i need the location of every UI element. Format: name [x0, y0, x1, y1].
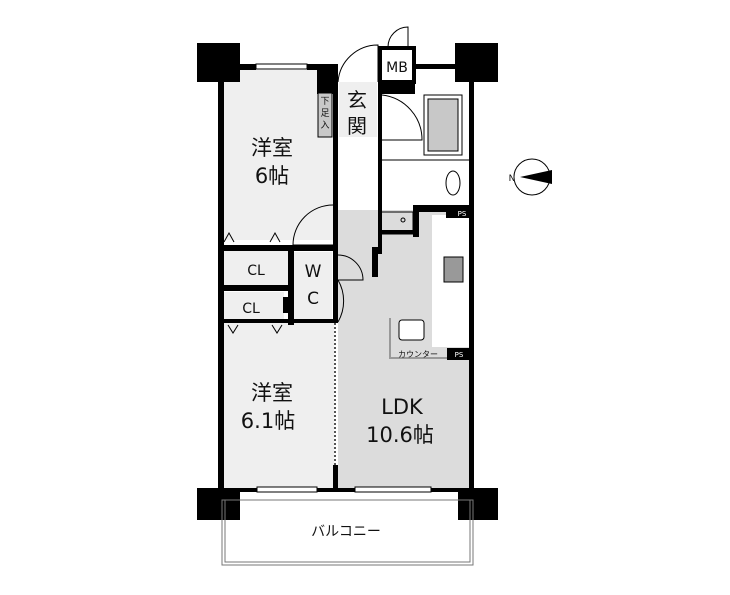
entrance-label-bottom: 関: [347, 114, 367, 138]
bathtub-basin: [427, 98, 459, 152]
shoe-storage-char-2: 足: [320, 108, 329, 119]
wc-label-top: W: [305, 262, 322, 282]
wc-floor: [294, 252, 332, 320]
walls: [197, 43, 498, 520]
door-swings: [223, 26, 470, 334]
compass-icon: N: [509, 158, 552, 196]
closet-1-floor: [224, 250, 290, 285]
entrance-label-top: 玄: [347, 88, 367, 112]
toilet-icon: [445, 170, 461, 196]
shoe-storage: [317, 92, 333, 138]
western-room-2-name: 洋室: [251, 381, 293, 405]
stove-icon: [443, 256, 464, 283]
pipe-space-1: [446, 208, 470, 218]
pipe-space-2-label: PS: [455, 351, 464, 359]
western-room-2-size: 6.1帖: [241, 409, 295, 433]
shoe-storage-char-3: 入: [320, 120, 329, 131]
windows: [255, 63, 432, 493]
counter-outline: [389, 318, 470, 359]
meter-box-label: MB: [386, 60, 408, 76]
closet-2-floor: [224, 292, 284, 320]
pipe-space-1-label: PS: [458, 210, 467, 218]
balcony-label: バルコニー: [311, 524, 381, 540]
western-room-1-name: 洋室: [251, 136, 293, 160]
wc-label-bottom: C: [307, 289, 319, 309]
sink-icon: [398, 319, 425, 341]
closet-2-label: CL: [242, 301, 260, 317]
shoe-storage-char-1: 下: [320, 97, 329, 107]
compass-north-label: N: [509, 174, 516, 184]
western-room-2-floor: [224, 322, 334, 488]
meter-box: [378, 46, 416, 84]
ldk-size: 10.6帖: [366, 423, 434, 447]
counter-label: カウンター: [398, 350, 438, 359]
pipe-space-2: [447, 348, 470, 360]
western-room-1-size: 6帖: [255, 164, 289, 188]
ldk-name: LDK: [381, 395, 424, 419]
entrance-floor: [339, 82, 377, 137]
western-room-1-floor: [224, 70, 333, 240]
closet-1-label: CL: [247, 263, 265, 279]
